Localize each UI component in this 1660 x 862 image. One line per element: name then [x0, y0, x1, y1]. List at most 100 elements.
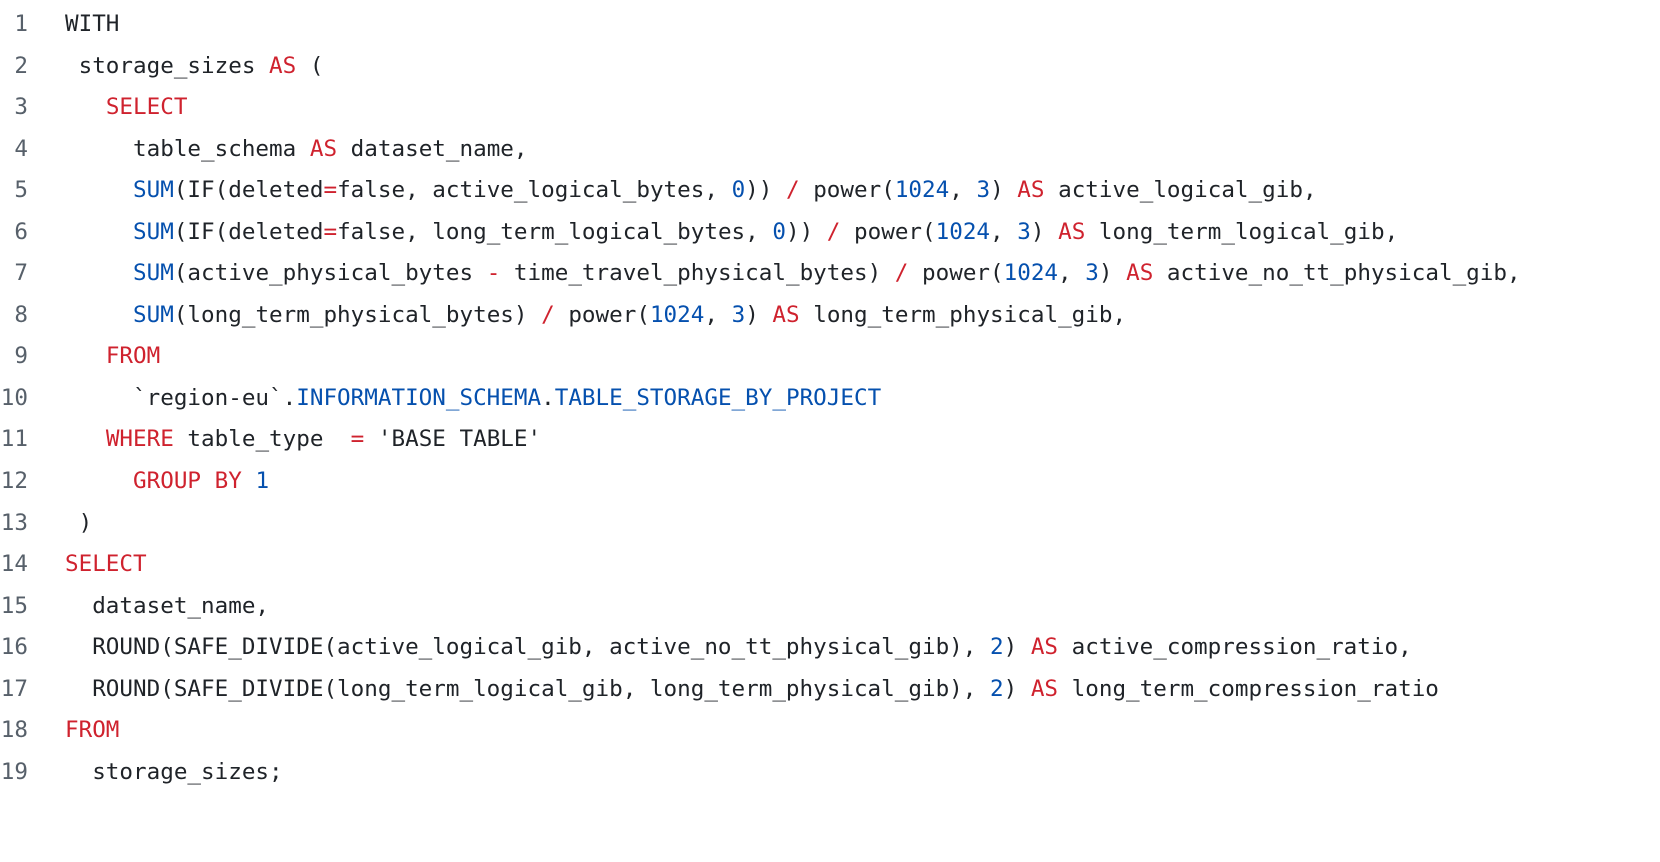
- code-token: [65, 177, 133, 203]
- code-token: ,: [704, 301, 732, 328]
- line-number: 16: [0, 634, 28, 661]
- code-token: 2: [989, 675, 1004, 702]
- code-token: ): [1003, 675, 1031, 702]
- code-token: =: [323, 218, 338, 245]
- code-token: [242, 468, 256, 494]
- line-number: 3: [14, 94, 28, 121]
- line-number: 17: [0, 675, 28, 702]
- line-number: 19: [0, 758, 28, 785]
- code-token: long_term_compression_ratio: [1058, 675, 1439, 702]
- code-token: SUM: [133, 218, 174, 245]
- code-text: GROUP BY 1: [65, 461, 269, 503]
- code-text: storage_sizes AS (: [65, 46, 324, 88]
- code-token: 0: [772, 218, 786, 245]
- code-token: [65, 260, 133, 286]
- code-token: [65, 94, 106, 120]
- code-text: SUM(IF(deleted=false, active_logical_byt…: [65, 170, 1317, 212]
- code-token: WHERE: [105, 426, 174, 453]
- code-token: power(: [554, 301, 650, 328]
- code-token: ): [1030, 218, 1059, 245]
- code-token: table_schema: [65, 135, 310, 162]
- code-token: /: [826, 218, 841, 245]
- code-token: INFORMATION_SCHEMA: [296, 384, 542, 411]
- code-token: ): [65, 509, 93, 536]
- line-number: 8: [14, 301, 28, 328]
- line-number: 5: [14, 177, 28, 204]
- code-token: )): [745, 177, 786, 204]
- line-number: 6: [14, 218, 28, 245]
- code-token: long_term_physical_gib,: [799, 301, 1127, 328]
- code-token: 3: [976, 177, 991, 204]
- code-token: /: [785, 177, 800, 204]
- code-token: 0: [731, 177, 746, 204]
- code-token: 1024: [1003, 260, 1059, 287]
- code-text: FROM: [65, 710, 119, 752]
- code-token: )): [785, 218, 827, 245]
- code-token: false, long_term_logical_bytes,: [337, 218, 773, 245]
- code-token: -: [486, 260, 501, 287]
- line-number: 10: [0, 384, 28, 411]
- code-token: FROM: [65, 717, 120, 744]
- code-text: SELECT: [65, 544, 147, 586]
- code-text: storage_sizes;: [65, 752, 283, 794]
- line-number: 15: [0, 592, 28, 619]
- line-number: 2: [14, 52, 28, 79]
- code-token: ): [745, 301, 773, 328]
- code-token: SELECT: [105, 94, 188, 121]
- code-token: power(: [908, 260, 1004, 287]
- code-token: long_term_logical_gib,: [1085, 218, 1399, 245]
- code-token: 1024: [935, 218, 991, 245]
- line-number: 4: [14, 135, 28, 162]
- code-token: AS: [1030, 634, 1059, 661]
- code-text: WITH: [65, 4, 119, 46]
- code-token: ,: [949, 177, 977, 204]
- code-token: (active_physical_bytes: [173, 260, 487, 287]
- code-token: ,: [1058, 260, 1086, 287]
- code-token: 3: [1085, 260, 1099, 287]
- code-token: 1024: [894, 177, 950, 204]
- code-token: /: [541, 301, 555, 328]
- code-token: [65, 302, 133, 328]
- code-token: AS: [1030, 675, 1059, 702]
- code-token: [65, 343, 106, 369]
- code-token: storage_sizes;: [65, 758, 283, 785]
- code-token: 1: [255, 468, 270, 495]
- code-token: [65, 219, 133, 245]
- line-number: 1: [14, 11, 28, 37]
- code-token: [65, 426, 106, 452]
- line-number: 12: [0, 468, 28, 495]
- code-token: 2: [989, 634, 1004, 661]
- code-token: 'BASE TABLE': [364, 426, 542, 453]
- code-token: AS: [1126, 260, 1154, 287]
- code-token: SUM: [133, 260, 174, 287]
- code-text: SELECT: [65, 87, 188, 129]
- code-token: 1024: [649, 301, 705, 328]
- code-text: SUM(IF(deleted=false, long_term_logical_…: [65, 212, 1398, 254]
- code-token: (long_term_physical_bytes): [173, 301, 542, 328]
- code-token: ROUND(SAFE_DIVIDE(long_term_logical_gib,…: [65, 675, 990, 702]
- code-token: SUM: [133, 301, 174, 328]
- code-token: false, active_logical_bytes,: [337, 177, 732, 204]
- code-token: power(: [799, 177, 895, 204]
- code-text: WHERE table_type = 'BASE TABLE': [65, 419, 541, 461]
- line-number: 18: [0, 717, 28, 744]
- code-text: dataset_name,: [65, 586, 269, 628]
- code-token: ): [990, 177, 1018, 204]
- code-token: GROUP BY: [133, 468, 242, 495]
- line-number: 9: [14, 343, 28, 370]
- code-token: SELECT: [65, 551, 147, 578]
- code-token: ROUND(SAFE_DIVIDE(active_logical_gib, ac…: [65, 634, 990, 661]
- code-token: TABLE_STORAGE_BY_PROJECT: [554, 384, 882, 411]
- code-text: SUM(long_term_physical_bytes) / power(10…: [65, 295, 1126, 337]
- code-token: active_compression_ratio,: [1058, 634, 1412, 661]
- code-token: 3: [731, 301, 746, 328]
- code-token: AS: [1058, 218, 1086, 245]
- code-token: .: [541, 384, 555, 411]
- code-token: AS: [269, 52, 297, 79]
- code-token: dataset_name,: [337, 135, 528, 162]
- code-token: ): [1003, 634, 1031, 661]
- code-token: table_type: [173, 426, 351, 453]
- code-token: ): [1098, 260, 1127, 287]
- line-number: 7: [14, 260, 28, 287]
- line-number: 11: [0, 426, 28, 453]
